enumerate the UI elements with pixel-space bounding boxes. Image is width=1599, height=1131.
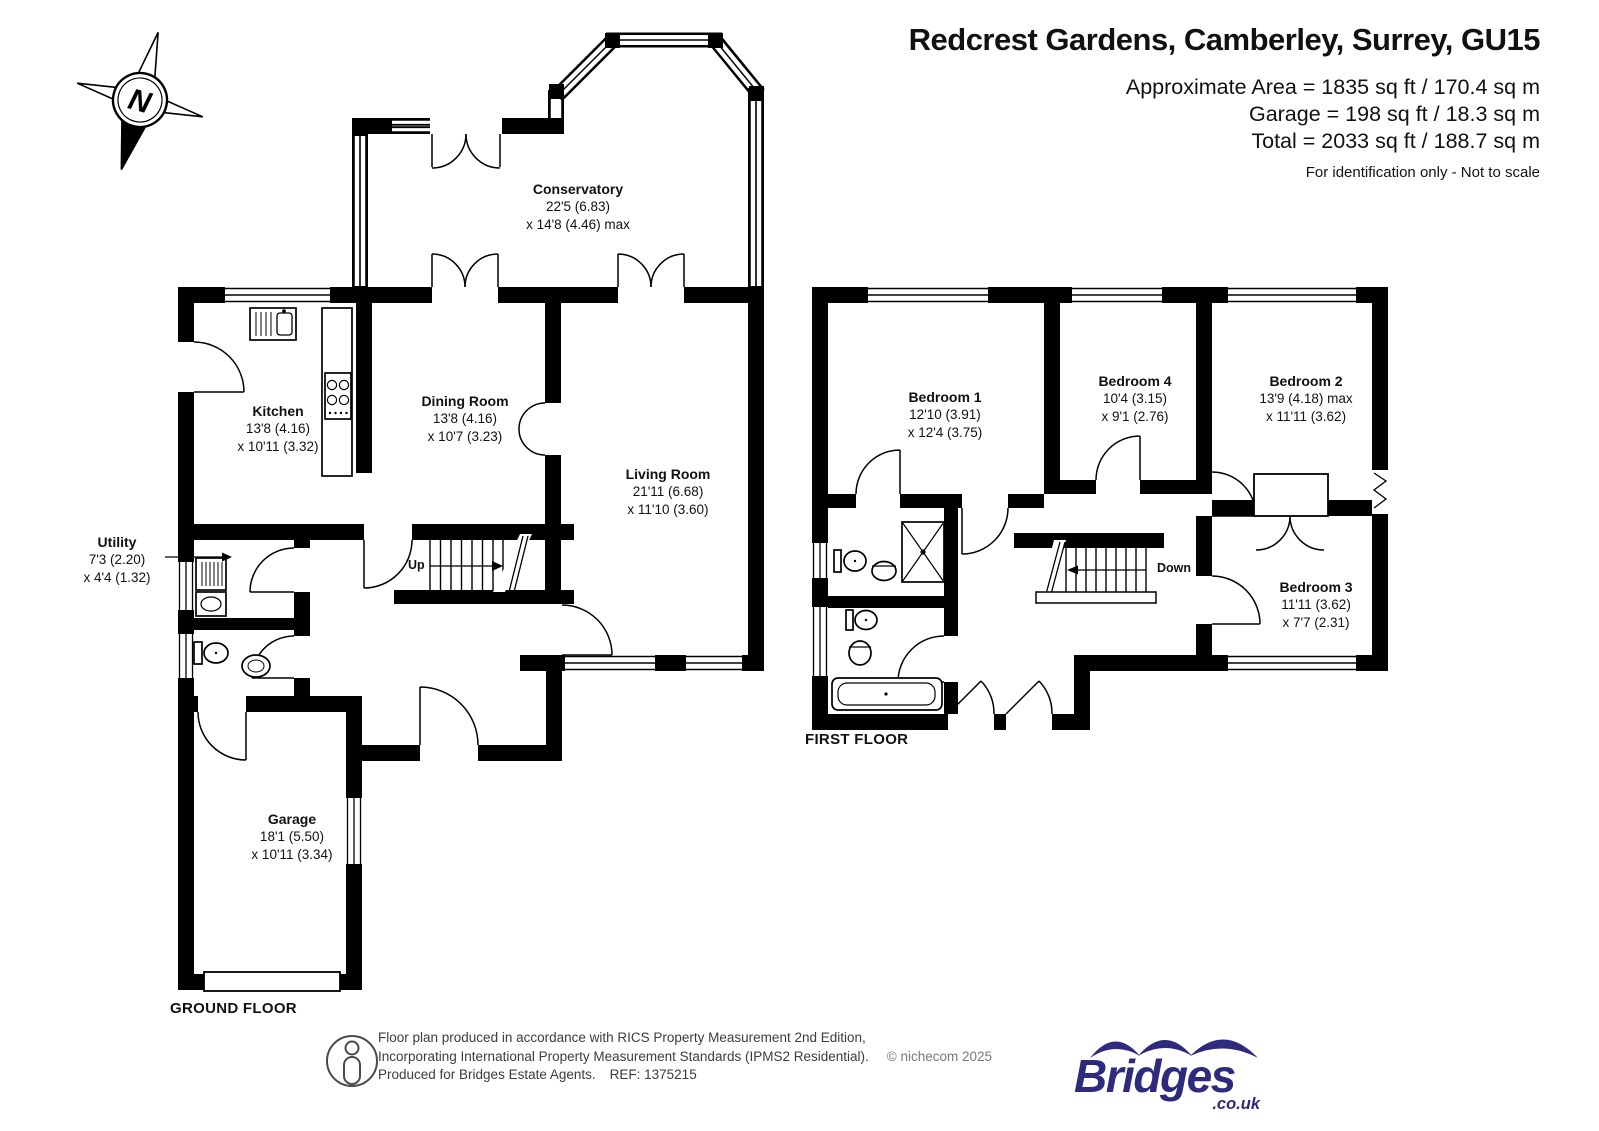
wc-toilet <box>193 641 229 665</box>
room-label-bedroom-1: Bedroom 1 12'10 (3.91) x 12'4 (3.75) <box>907 389 983 441</box>
first-stairs <box>1035 540 1157 604</box>
utility-appliances <box>195 557 227 617</box>
wardrobe <box>1253 473 1329 551</box>
logo-suffix-text: .co.uk <box>1212 1095 1261 1113</box>
stairs-up-label: Up <box>408 558 425 572</box>
reference-number: REF: 1375215 <box>609 1067 697 1082</box>
ground-door-arcs <box>193 253 685 761</box>
room-label-utility: Utility 7'3 (2.20) x 4'4 (1.32) <box>83 534 151 586</box>
ground-floor-label: GROUND FLOOR <box>170 1000 297 1017</box>
logo-brand-text: Bridges <box>1074 1050 1236 1102</box>
room-label-bedroom-2: Bedroom 2 13'9 (4.18) max x 11'11 (3.62) <box>1259 373 1353 425</box>
bridges-logo: Bridges .co.uk <box>1074 1039 1261 1113</box>
page-title: Redcrest Gardens, Camberley, Surrey, GU1… <box>908 22 1541 57</box>
conservatory-top-doors <box>431 133 501 169</box>
first-floor-plan <box>812 287 1388 730</box>
room-label-bedroom-4: Bedroom 4 10'4 (3.15) x 9'1 (2.76) <box>1098 373 1172 425</box>
room-label-conservatory: Conservatory 22'5 (6.83) x 14'8 (4.46) m… <box>526 181 630 233</box>
scale-disclaimer: For identification only - Not to scale <box>1305 164 1540 181</box>
approximate-area: Approximate Area = 1835 sq ft / 170.4 sq… <box>1125 75 1540 99</box>
bathroom-fixtures <box>831 609 943 711</box>
room-label-living-room: Living Room 21'11 (6.68) x 11'10 (3.60) <box>625 466 711 518</box>
copyright-text: © nichecom 2025 <box>886 1048 993 1064</box>
shower-room-fixtures <box>833 521 945 583</box>
header-block: Redcrest Gardens, Camberley, Surrey, GU1… <box>908 22 1541 181</box>
person-icon <box>326 1035 378 1087</box>
footer-line-2: Incorporating International Property Mea… <box>378 1048 993 1064</box>
footer-line-3: Produced for Bridges Estate Agents.REF: … <box>378 1067 697 1082</box>
garage-area: Garage = 198 sq ft / 18.3 sq m <box>1248 102 1540 126</box>
room-label-dining-room: Dining Room 13'8 (4.16) x 10'7 (3.23) <box>421 393 509 445</box>
wc-basin <box>241 654 271 678</box>
ground-stairs <box>429 534 532 593</box>
stairs-down-label: Down <box>1157 561 1192 575</box>
kitchen-sink <box>249 307 297 341</box>
first-floor-label: FIRST FLOOR <box>805 731 909 748</box>
kitchen-hob <box>324 372 352 420</box>
total-area: Total = 2033 sq ft / 188.7 sq m <box>1251 129 1540 153</box>
room-label-bedroom-3: Bedroom 3 11'11 (3.62) x 7'7 (2.31) <box>1279 579 1353 631</box>
compass-icon: N <box>76 32 204 170</box>
conservatory-walls <box>352 32 765 295</box>
footer-line-1: Floor plan produced in accordance with R… <box>378 1030 866 1045</box>
ground-floor-plan <box>165 32 765 992</box>
room-label-kitchen: Kitchen 13'8 (4.16) x 10'11 (3.32) <box>237 403 319 455</box>
utility-arrow <box>165 552 232 562</box>
footer-block: Floor plan produced in accordance with R… <box>378 1029 992 1085</box>
room-label-garage: Garage 18'1 (5.50) x 10'11 (3.34) <box>251 811 333 863</box>
ground-openings <box>178 287 742 992</box>
